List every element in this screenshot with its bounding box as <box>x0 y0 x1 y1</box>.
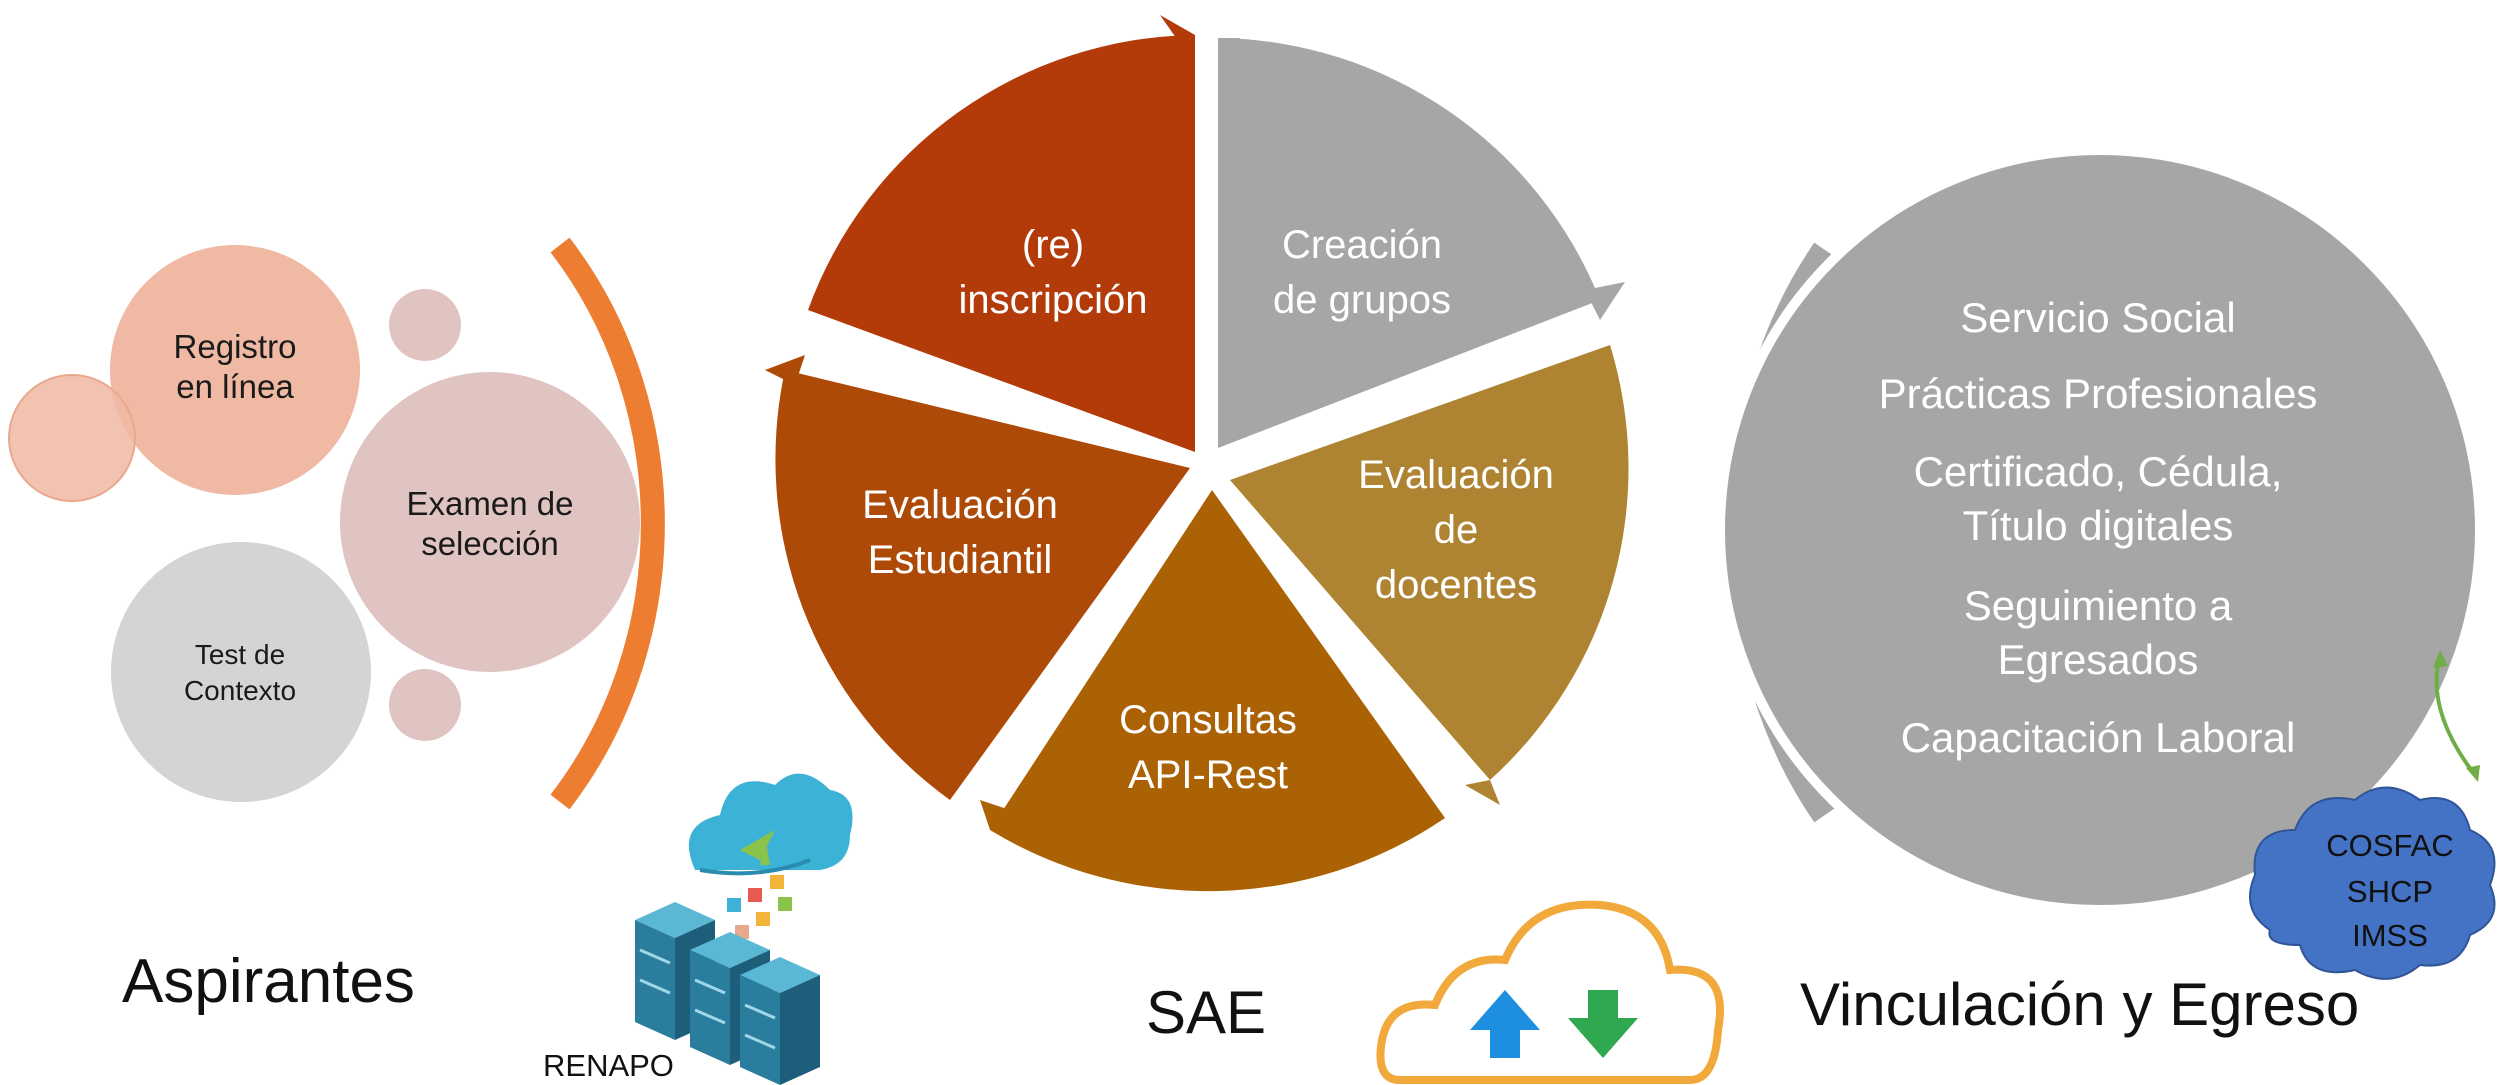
aspirantes-bracket <box>550 237 665 810</box>
segment-reinscripcion-line1: (re) <box>1022 223 1084 267</box>
aspirantes-section: Registro en línea Examen de selección Te… <box>8 237 665 1016</box>
external-line1: COSFAC <box>2326 828 2453 863</box>
segment-creacion-line2: de grupos <box>1273 278 1451 322</box>
decorative-bubble-small <box>389 669 461 741</box>
sae-title: SAE <box>1146 979 1266 1046</box>
server-cloud-icon <box>635 773 853 1085</box>
segment-evaluacion-docentes <box>1230 345 1629 780</box>
vinculacion-item-practicas: Prácticas Profesionales <box>1879 370 2318 417</box>
external-line3: IMSS <box>2352 918 2428 953</box>
segment-evaluacion-estudiantil <box>775 370 1190 800</box>
bubble-registro-line1: Registro <box>174 328 297 365</box>
vinculacion-item-capacitacion: Capacitación Laboral <box>1901 714 2296 761</box>
vinculacion-item-seguimiento-line1: Seguimiento a <box>1964 582 2233 629</box>
cloud-outline <box>1376 900 1724 1084</box>
vinculacion-section: Servicio Social Prácticas Profesionales … <box>1715 145 2496 1038</box>
bubble-examen-line2: selección <box>421 525 559 562</box>
segment-consultas <box>990 490 1445 892</box>
bubble-test-line1: Test de <box>195 639 285 670</box>
segment-consultas-line2: API-Rest <box>1128 753 1288 797</box>
decorative-bubble-outline <box>8 374 136 502</box>
bubble-examen <box>340 372 640 672</box>
vinculacion-item-servicio: Servicio Social <box>1960 294 2235 341</box>
segment-estudiantil-line1: Evaluación <box>862 483 1058 527</box>
external-entities-cloud <box>2249 786 2496 980</box>
segment-consultas-line1: Consultas <box>1119 698 1297 742</box>
bubble-test <box>111 542 371 802</box>
vinculacion-title: Vinculación y Egreso <box>1800 971 2359 1038</box>
segment-creacion-grupos <box>1218 38 1600 448</box>
vinculacion-item-certificado-line1: Certificado, Cédula, <box>1914 448 2283 495</box>
bubble-registro <box>110 245 360 495</box>
segment-reinscripcion-line2: inscripción <box>959 278 1148 322</box>
bubble-examen-line1: Examen de <box>407 485 574 522</box>
vinculacion-circle <box>1715 145 2485 915</box>
aspirantes-title: Aspirantes <box>122 947 415 1016</box>
segment-estudiantil-line2: Estudiantil <box>868 538 1053 582</box>
bubble-registro-line2: en línea <box>176 368 294 405</box>
segment-docentes-line2: de <box>1434 508 1479 552</box>
decorative-bubble <box>9 375 135 501</box>
cloud-shape <box>688 773 853 870</box>
segment-docentes-line1: Evaluación <box>1358 453 1554 497</box>
vinculacion-item-certificado-line2: Título digitales <box>1963 502 2234 549</box>
sae-cycle: (re) inscripción Creación de grupos Eval… <box>765 15 1629 1046</box>
vinculacion-item-seguimiento-line2: Egresados <box>1998 636 2199 683</box>
download-arrow-icon <box>1568 990 1638 1058</box>
upload-arrow-icon <box>1470 990 1540 1058</box>
arrowhead-up-icon <box>2433 650 2448 668</box>
decorative-bubble-small <box>389 289 461 361</box>
cloud-upload-download-icon <box>1376 900 1724 1084</box>
segment-docentes-line3: docentes <box>1375 563 1537 607</box>
external-line2: SHCP <box>2347 874 2433 909</box>
segment-creacion-line1: Creación <box>1282 223 1442 267</box>
bubble-test-line2: Contexto <box>184 675 296 706</box>
renapo-label: RENAPO <box>543 1048 674 1083</box>
arrowhead-down-icon <box>2466 765 2480 782</box>
segment-reinscripcion <box>808 35 1195 452</box>
